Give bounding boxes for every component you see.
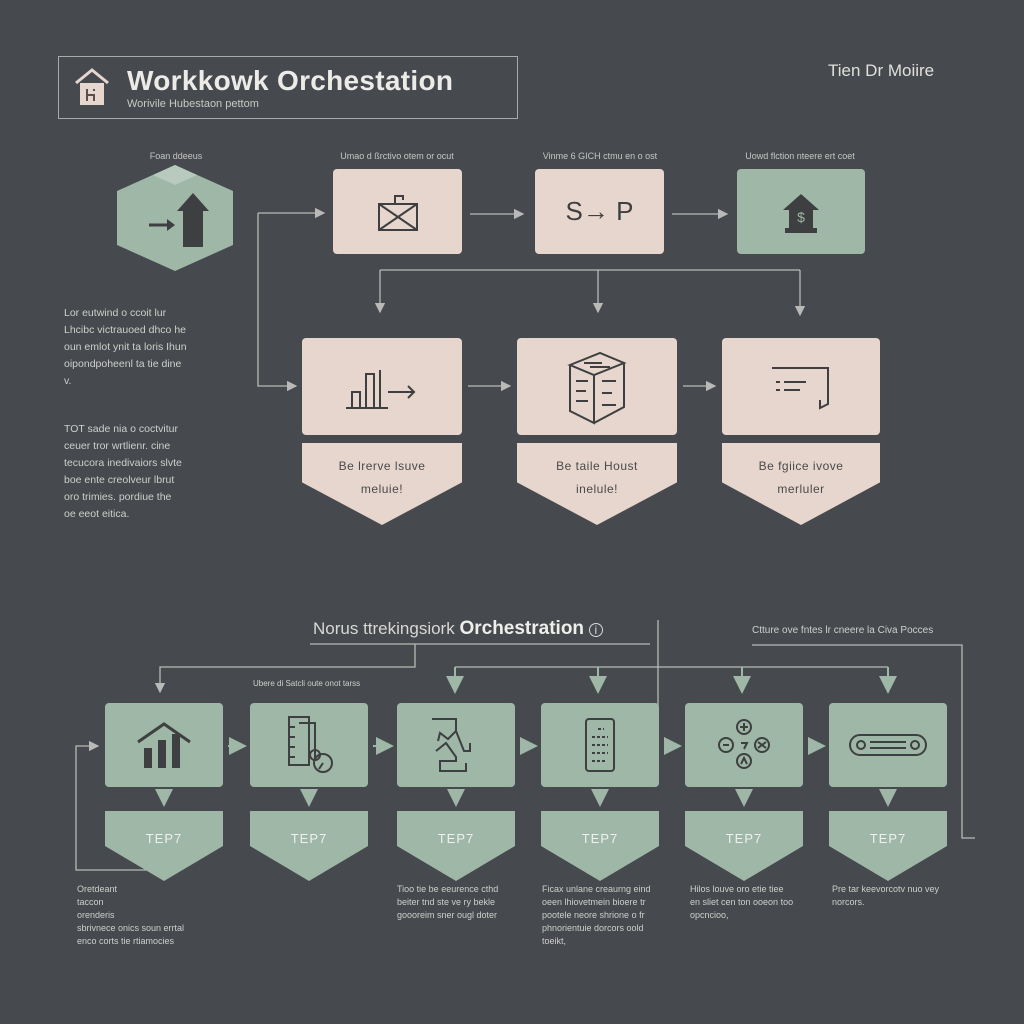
- s-to-p-step[interactable]: S→ P: [535, 169, 664, 254]
- info-icon[interactable]: i: [588, 623, 603, 637]
- start-node-label: Foan ddeeus: [149, 151, 203, 161]
- page-subtitle: Worivile Hubestaon pettom: [127, 98, 259, 110]
- map-hand-icon: [432, 718, 471, 772]
- step-caption: Umao d ßrctivo otem or ocut: [340, 151, 454, 161]
- slider-icon: [849, 734, 927, 756]
- step-box-5[interactable]: [685, 703, 803, 787]
- header-panel: Workkowk Orchestation Worivile Hubestaon…: [58, 56, 518, 119]
- page-title: Workkowk Orchestation: [127, 65, 454, 96]
- step-caption: Uowd flction nteere ert coet: [745, 151, 855, 161]
- step-box-3[interactable]: [397, 703, 515, 787]
- gamepad-icon: [718, 719, 770, 769]
- step-caption: Vinme 6 GICH ctmu en o ost: [542, 151, 658, 161]
- upload-arrow-icon: [149, 193, 209, 247]
- cube-icon: [567, 351, 627, 425]
- section-title: Norus ttrekingsiork Orchestration i: [313, 618, 603, 640]
- svg-text:$: $: [797, 209, 805, 225]
- dollar-house-step[interactable]: $: [737, 169, 865, 254]
- envelope-icon: [377, 194, 418, 231]
- sub-caption: Ubere di Satcli oute onot tarss: [253, 679, 361, 688]
- step-box-1[interactable]: [105, 703, 223, 787]
- step-box-2[interactable]: [250, 703, 368, 787]
- cube-step[interactable]: [517, 338, 677, 435]
- step-box-4[interactable]: [541, 703, 659, 787]
- envelope-step[interactable]: [333, 169, 462, 254]
- step-box-6[interactable]: [829, 703, 947, 787]
- bar-chart-arrow-icon: [346, 369, 416, 409]
- right-caption: Ctture ove fntes lr cneere la Civa Pocce…: [752, 625, 934, 636]
- dollar-house-icon: $: [783, 193, 819, 233]
- chart-step[interactable]: [302, 338, 462, 435]
- house-icon: [75, 68, 109, 105]
- document-icon: [772, 366, 829, 410]
- start-node[interactable]: [115, 163, 235, 273]
- files-clock-icon: [288, 716, 333, 773]
- corner-label: Tien Dr Moiire: [828, 61, 935, 80]
- s-to-p-icon: S→ P: [565, 196, 634, 226]
- document-step[interactable]: [722, 338, 880, 435]
- house-chart-icon: [137, 722, 191, 768]
- checklist-icon: [585, 718, 615, 772]
